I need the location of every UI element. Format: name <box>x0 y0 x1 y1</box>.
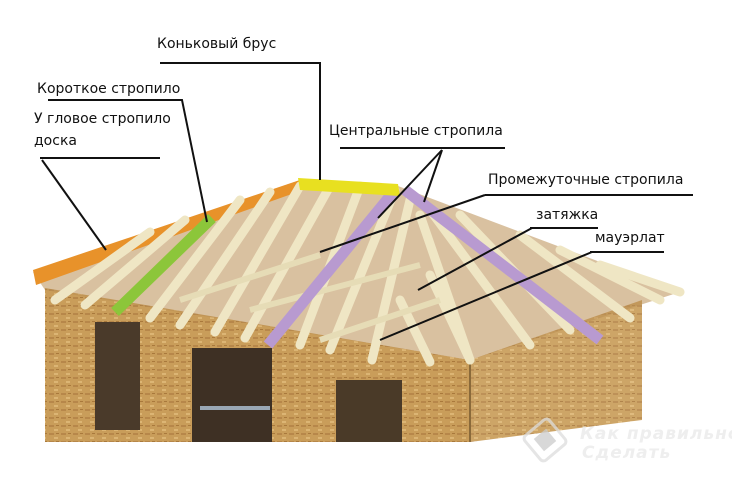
tie-beams <box>179 252 441 343</box>
window-left <box>95 322 140 430</box>
central-rafter-right <box>401 185 604 345</box>
label-short-rafter: Короткое стропило <box>37 81 181 97</box>
ridge-beam <box>298 178 400 196</box>
label-intermediate-rafters: Промежуточные стропила <box>488 172 684 188</box>
watermark-line1: Как правильно <box>580 424 732 444</box>
label-hip-rafter-line1: У гловое стропило <box>34 111 171 127</box>
central-rafter-left <box>263 186 400 349</box>
label-wall-plate: мауэрлат <box>595 230 665 246</box>
leader-lines <box>40 62 693 341</box>
label-hip-rafter-line2: доска <box>34 133 77 149</box>
label-ridge-beam: Коньковый брус <box>157 36 277 52</box>
label-tie-beam: затяжка <box>536 207 599 223</box>
door-opening <box>192 348 272 442</box>
watermark-line2: Сделать <box>582 443 672 463</box>
label-central-rafters: Центральные стропила <box>329 123 503 139</box>
window-center <box>336 380 402 442</box>
watermark-logo-icon <box>522 417 568 463</box>
short-rafter-green <box>111 214 216 316</box>
